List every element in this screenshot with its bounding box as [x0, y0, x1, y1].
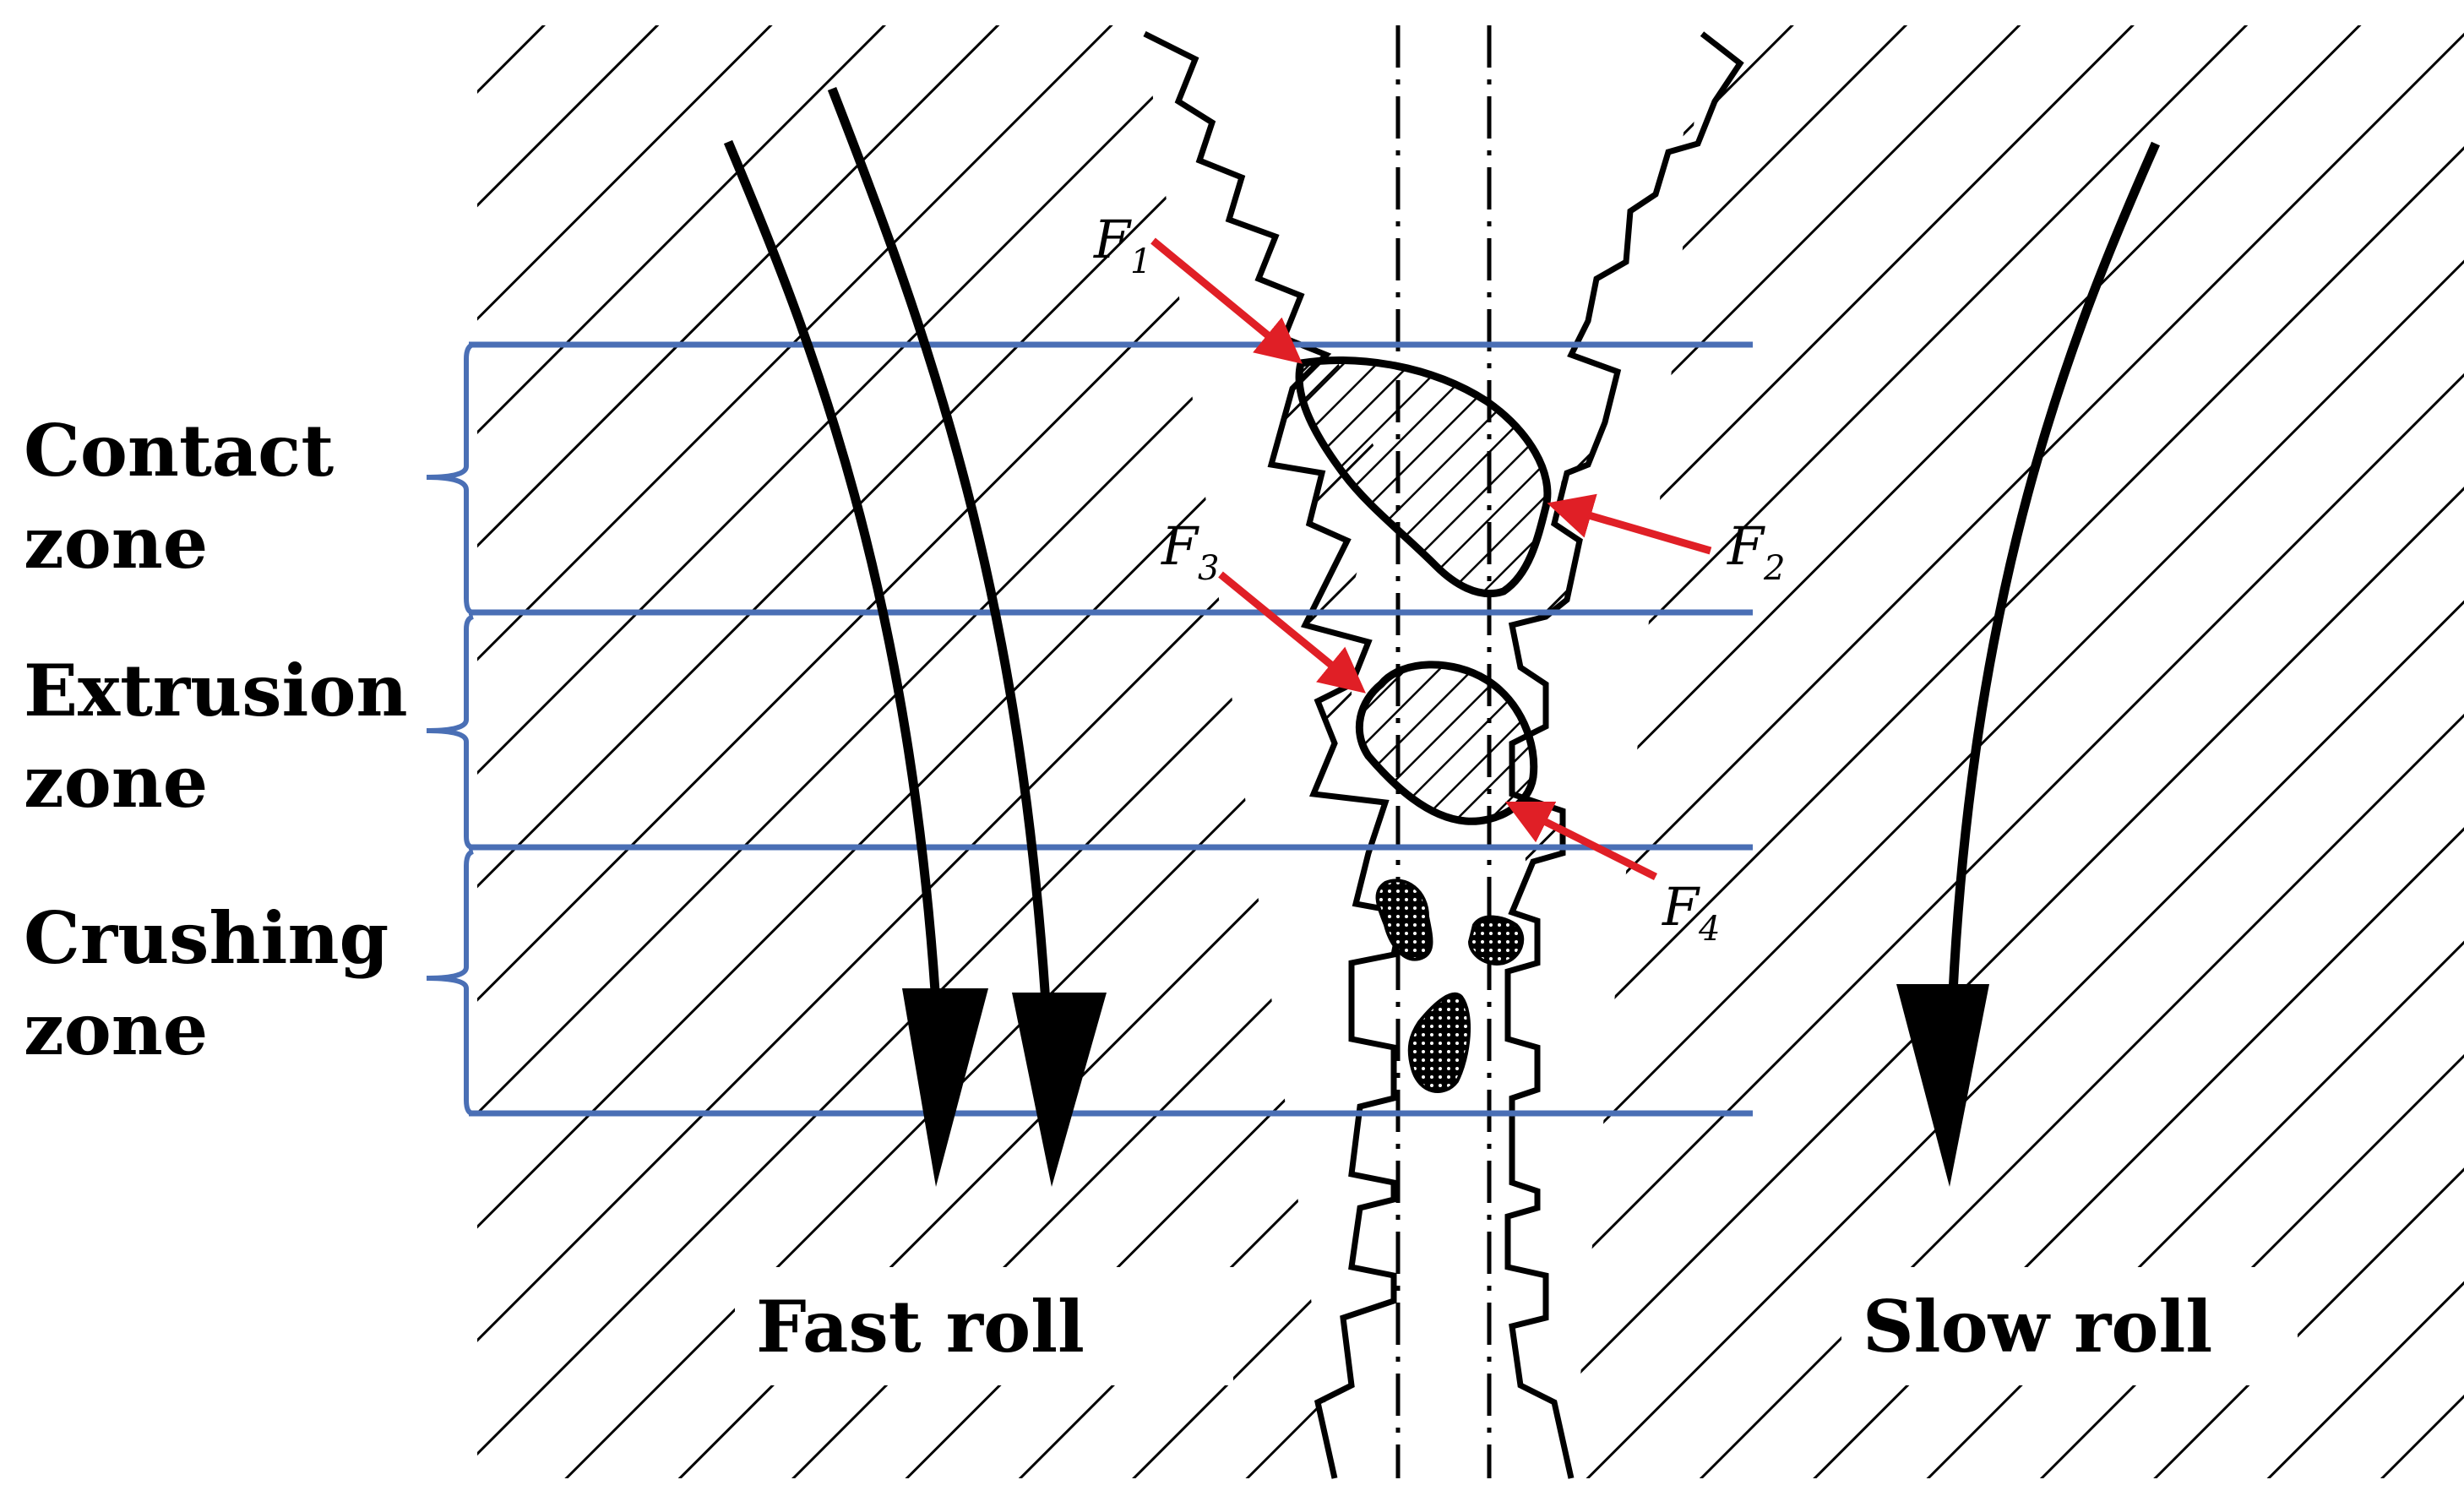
zone-label-extrusion-line1: Extrusion: [24, 649, 408, 732]
fragment-2: [1467, 915, 1525, 966]
force-label-f3: F3: [1161, 515, 1219, 588]
force-label-f2: F2: [1727, 515, 1785, 588]
force-arrow-f4: [1504, 801, 1658, 881]
force-arrow-f1: [1150, 237, 1303, 364]
particle-contact: [1295, 356, 1552, 598]
fast-roll-arrowhead-2: [1012, 993, 1107, 1187]
fast-roll-tooth-profile: [1143, 30, 1406, 1479]
force-arrow-f2: [1547, 493, 1712, 555]
force-label-f4: F4: [1662, 876, 1720, 949]
fast-roll-label: Fast roll: [756, 1285, 1085, 1368]
force-arrows: [1150, 237, 1712, 881]
fast-roll-label-bg: [735, 1267, 1233, 1385]
zone-label-contact-line1: Contact: [24, 409, 334, 492]
force-label-f1: F1: [1093, 209, 1151, 281]
fast-roll-motion-arrows: [723, 87, 1053, 1031]
particle-extrusion: [1355, 661, 1538, 825]
fragment-3: [1407, 992, 1471, 1093]
slow-roll-arrowhead: [1896, 984, 1989, 1187]
fragment-1: [1375, 879, 1433, 961]
slow-roll-label: Slow roll: [1863, 1285, 2212, 1368]
slow-roll-motion-arrow: [1946, 141, 2161, 1031]
force-arrow-f3: [1218, 571, 1366, 694]
fast-roll-arrowhead-1: [902, 988, 988, 1187]
slow-roll-label-bg: [1841, 1267, 2298, 1385]
zone-boundaries: [469, 341, 1753, 1117]
zone-label-crushing-line2: zone: [24, 987, 208, 1071]
zone-braces: [426, 342, 475, 1116]
zone-label-contact-line2: zone: [24, 501, 208, 585]
zone-label-crushing-line1: Crushing: [24, 896, 389, 980]
zone-label-extrusion-line2: zone: [24, 740, 208, 824]
